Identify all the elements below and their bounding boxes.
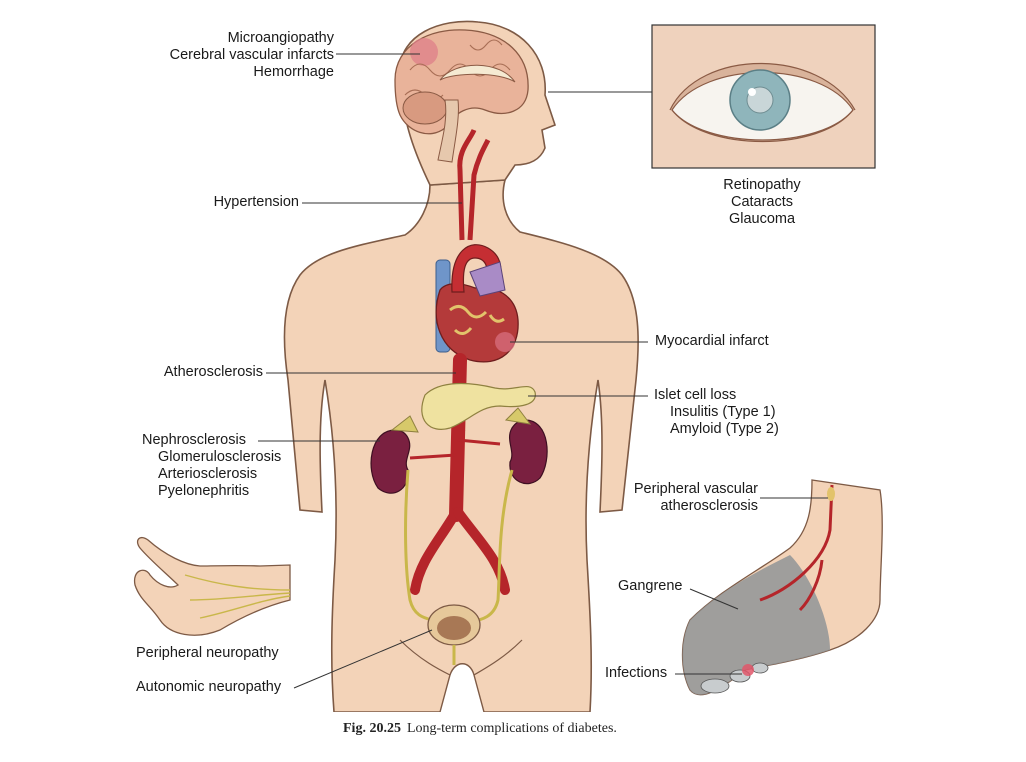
infarct-spot — [495, 332, 515, 352]
kidney-sub-3: Pyelonephritis — [158, 483, 250, 499]
eye-label-1: Retinopathy — [723, 177, 801, 193]
hand — [133, 536, 291, 636]
brain-labels: Microangiopathy Cerebral vascular infarc… — [130, 30, 334, 81]
infections-label: Infections — [605, 665, 668, 681]
eye-highlight — [748, 88, 756, 96]
kidney-sub-1: Glomerulosclerosis — [158, 449, 282, 465]
groin-line-right — [473, 639, 523, 676]
brain — [394, 29, 529, 163]
heart — [435, 244, 519, 363]
bladder — [427, 604, 481, 665]
ureter-left — [404, 469, 439, 624]
peripheral-vascular-label-1: Peripheral vascular — [633, 481, 758, 497]
eye-label-2: Cataracts — [730, 194, 794, 210]
eyelid-lower — [671, 109, 854, 142]
pulmonary-artery — [469, 261, 506, 297]
peripheral-vascular-label-2: atherosclerosis — [660, 498, 758, 514]
figure-caption: Fig. 20.25 Long-term complications of dia… — [343, 721, 617, 737]
figure-number: Fig. 20.25 — [343, 721, 401, 736]
renal-artery-right — [457, 438, 501, 446]
corpus-callosum — [439, 64, 516, 83]
toe-1 — [700, 678, 730, 694]
artery-plaque — [827, 487, 835, 501]
cerebellum — [402, 91, 448, 125]
hand-nerves — [184, 574, 291, 619]
islet-sub-2: Amyloid (Type 2) — [670, 421, 779, 437]
coronary-fat — [449, 305, 505, 335]
carotid-right — [467, 138, 491, 241]
kidney-labels: Nephrosclerosis Glomerulosclerosis Arter… — [142, 432, 281, 500]
kidney-right — [508, 419, 548, 485]
hand-outline — [133, 536, 291, 636]
islet-sub-1: Insulitis (Type 1) — [670, 404, 776, 420]
groin-line-left — [399, 639, 451, 676]
autonomic-neuropathy-label: Autonomic neuropathy — [136, 679, 282, 695]
pancreas — [421, 382, 536, 430]
islet-labels: Islet cell loss Insulitis (Type 1) Amylo… — [654, 387, 779, 438]
foot-artery — [759, 484, 834, 612]
eye-label-3: Glaucoma — [728, 211, 796, 227]
brainstem — [437, 99, 459, 163]
adrenal-right — [504, 407, 532, 425]
kidney-title: Nephrosclerosis — [142, 432, 246, 448]
leader-gangrene — [689, 588, 739, 610]
figure-caption-text: Long-term complications of diabetes. — [406, 721, 617, 736]
toe-3 — [751, 662, 769, 674]
brain-hemorrhage-spot — [410, 38, 438, 66]
leader-autonomic — [293, 629, 433, 689]
carotid-arteries — [457, 128, 491, 241]
ureter-right — [469, 469, 514, 624]
carotid-left — [457, 128, 477, 241]
illustration — [133, 20, 883, 712]
peripheral-vascular-labels: Peripheral vascular atherosclerosis — [596, 481, 758, 515]
kidneys — [370, 407, 548, 624]
renal-artery-left — [409, 453, 457, 460]
bladder-inner — [437, 616, 471, 640]
brain-label-2: Cerebral vascular infarcts — [169, 47, 334, 63]
peripheral-neuropathy-label: Peripheral neuropathy — [136, 645, 279, 661]
iliac-left — [410, 507, 461, 595]
gangrene-label: Gangrene — [618, 578, 683, 594]
eye-labels: Retinopathy Cataracts Glaucoma — [682, 177, 842, 228]
leader-lines — [258, 53, 828, 689]
brain-label-3: Hemorrhage — [253, 64, 334, 80]
hypertension-label: Hypertension — [213, 194, 299, 210]
atherosclerosis-label: Atherosclerosis — [163, 364, 263, 380]
infection-spot — [742, 664, 754, 676]
iliac-right — [453, 507, 510, 595]
islet-title: Islet cell loss — [654, 387, 737, 403]
myocardial-label: Myocardial infarct — [655, 333, 769, 349]
eye-inset — [651, 24, 876, 169]
adrenal-left — [390, 415, 419, 433]
foot — [681, 479, 883, 696]
foot-gangrene — [682, 555, 830, 695]
brain-label-1: Microangiopathy — [227, 30, 334, 46]
kidney-sub-2: Arteriosclerosis — [158, 466, 258, 482]
